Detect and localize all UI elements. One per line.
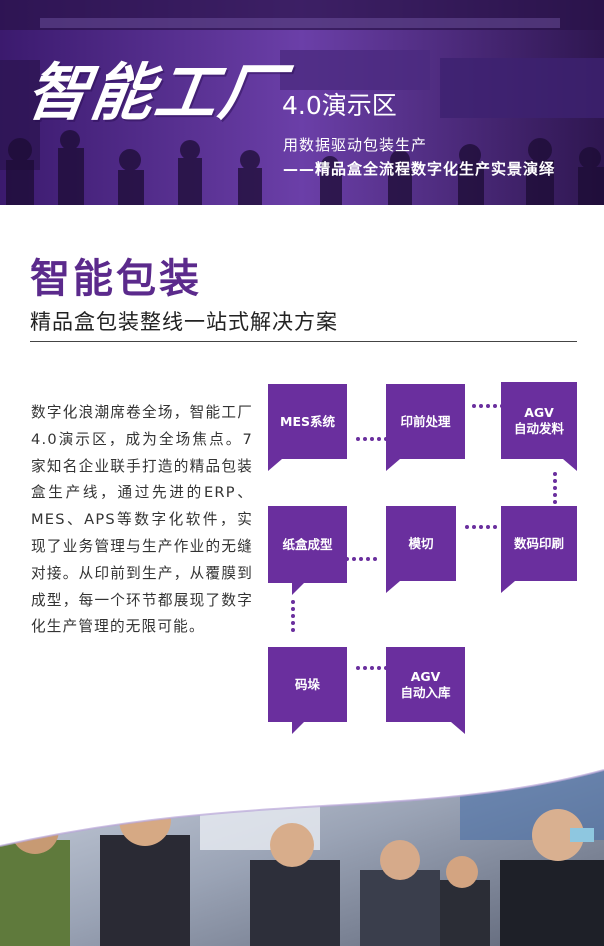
flow-step-label: 模切 <box>408 535 434 551</box>
flow-step-box-forming: 纸盒成型 <box>268 506 347 595</box>
flow-step-label: 自动发料 <box>513 420 564 436</box>
flow-step-label: 自动入库 <box>400 684 451 700</box>
flow-step-die-cut: 模切 <box>386 506 456 593</box>
flow-connector <box>465 525 497 529</box>
flow-step-label: AGV <box>524 404 554 420</box>
exhibition-hall-photo <box>0 0 604 205</box>
flow-connector <box>472 404 504 408</box>
section-divider <box>30 341 577 342</box>
intro-paragraph: 数字化浪潮席卷全场，智能工厂4.0演示区，成为全场焦点。7家知名企业联手打造的精… <box>31 404 253 636</box>
flow-connector <box>553 472 557 504</box>
flow-step-agv-storage: AGV 自动入库 <box>386 647 465 734</box>
flow-step-label: MES系统 <box>280 413 335 429</box>
flow-connector <box>356 666 388 670</box>
crowd-photo-illustration <box>0 750 604 946</box>
flow-step-mes: MES系统 <box>268 384 347 471</box>
hero-tagline-bold: ——精品盒全流程数字化生产实景演绎 <box>283 160 556 178</box>
flow-connector <box>291 600 295 632</box>
flow-step-digital-print: 数码印刷 <box>501 506 577 593</box>
hero-subtitle: 4.0演示区 <box>282 91 397 120</box>
exhibition-crowd-photo <box>0 750 604 946</box>
flow-step-label: 码垛 <box>294 676 320 692</box>
flow-step-label: 数码印刷 <box>513 535 564 551</box>
flow-step-label: AGV <box>410 668 441 684</box>
section-title: 智能包装 <box>30 256 202 302</box>
section-subtitle: 精品盒包装整线一站式解决方案 <box>30 310 338 334</box>
flow-step-label: 印前处理 <box>400 413 451 429</box>
flow-step-prepress: 印前处理 <box>386 384 465 471</box>
hero-title: 智能工厂 <box>22 56 289 129</box>
flow-connector <box>345 557 377 561</box>
flow-step-label: 纸盒成型 <box>282 536 333 552</box>
flow-connector <box>356 437 388 441</box>
hero-banner: 智能工厂 4.0演示区 用数据驱动包装生产 ——精品盒全流程数字化生产实景演绎 <box>0 0 604 205</box>
hero-tagline: 用数据驱动包装生产 <box>283 136 428 154</box>
flow-step-palletizing: 码垛 <box>268 647 347 734</box>
flow-step-agv-feed: AGV 自动发料 <box>501 382 577 471</box>
